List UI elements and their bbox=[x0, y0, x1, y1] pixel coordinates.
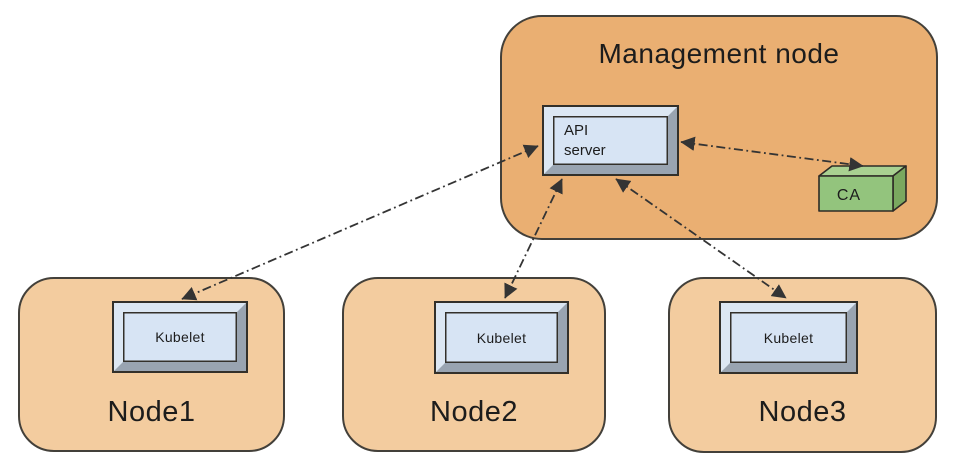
management-node-label: Management node bbox=[598, 38, 840, 69]
kubelet-box-node1: Kubelet bbox=[112, 301, 248, 373]
kubelet-box-node3: Kubelet bbox=[719, 301, 858, 374]
node3-label: Node3 bbox=[758, 396, 847, 428]
kubelet-box-node2: Kubelet bbox=[434, 301, 569, 374]
kubelet-label-node1: Kubelet bbox=[155, 329, 205, 345]
node2-label: Node2 bbox=[430, 396, 518, 428]
kubelet-label-node3: Kubelet bbox=[763, 329, 814, 346]
node1-label: Node1 bbox=[107, 396, 196, 428]
api-server-label: API server bbox=[564, 121, 606, 159]
kubelet-label-node2: Kubelet bbox=[476, 329, 527, 346]
api-server-box: API server bbox=[542, 105, 679, 176]
